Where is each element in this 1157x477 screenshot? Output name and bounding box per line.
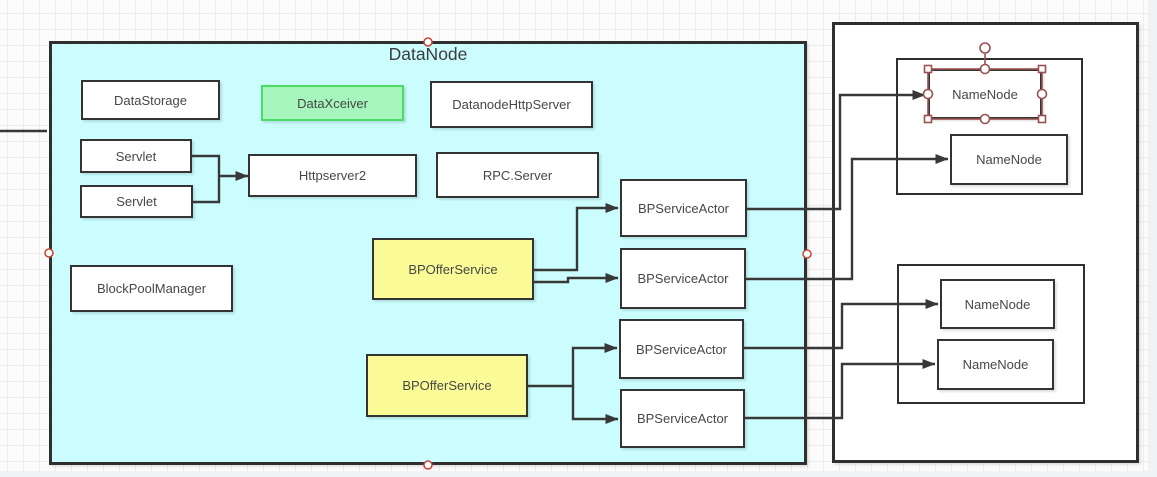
- node-label: DataXceiver: [297, 95, 368, 111]
- node-label: BPServiceActor: [637, 271, 729, 286]
- window-edge-right: [1148, 0, 1157, 477]
- node-namenode-3[interactable]: NameNode: [940, 279, 1055, 329]
- node-blockpoolmanager[interactable]: BlockPoolManager: [70, 265, 233, 312]
- node-label: DatanodeHttpServer: [452, 97, 571, 112]
- node-label: Servlet: [115, 148, 157, 164]
- node-datastorage[interactable]: DataStorage: [81, 80, 220, 120]
- node-bpserviceactor-1[interactable]: BPServiceActor: [620, 179, 747, 237]
- node-namenode-2[interactable]: NameNode: [950, 134, 1068, 185]
- node-dataxceiver[interactable]: DataXceiver: [261, 85, 404, 121]
- node-bpofferservice-1[interactable]: BPOfferService: [372, 238, 534, 300]
- node-httpserver2[interactable]: Httpserver2: [248, 154, 417, 197]
- node-datanodehttpserver[interactable]: DatanodeHttpServer: [430, 81, 593, 128]
- node-bpserviceactor-2[interactable]: BPServiceActor: [620, 248, 746, 309]
- node-servlet-2[interactable]: Servlet: [80, 185, 193, 218]
- node-label: NameNode: [976, 152, 1042, 167]
- node-namenode-4[interactable]: NameNode: [937, 339, 1054, 390]
- node-label: DataStorage: [114, 92, 187, 108]
- node-label: BPServiceActor: [636, 411, 729, 426]
- node-label: BPServiceActor: [635, 341, 728, 357]
- node-rpc-server[interactable]: RPC.Server: [436, 152, 599, 198]
- node-label: BPOfferService: [402, 378, 492, 393]
- datanode-container-title: DataNode: [388, 44, 468, 64]
- node-label: NameNode: [952, 86, 1018, 102]
- window-edge-bottom: [0, 471, 1157, 477]
- node-bpserviceactor-4[interactable]: BPServiceActor: [620, 389, 745, 448]
- node-label: NameNode: [964, 296, 1031, 312]
- node-label: RPC.Server: [482, 167, 553, 183]
- node-namenode-1[interactable]: NameNode: [928, 69, 1042, 119]
- node-label: BPOfferService: [408, 261, 498, 277]
- node-label: Servlet: [116, 194, 157, 209]
- node-label: Httpserver2: [298, 168, 367, 183]
- node-label: BPServiceActor: [637, 200, 730, 216]
- node-label: NameNode: [962, 357, 1029, 372]
- node-bpserviceactor-3[interactable]: BPServiceActor: [619, 319, 744, 379]
- node-servlet-1[interactable]: Servlet: [80, 139, 192, 173]
- node-bpofferservice-2[interactable]: BPOfferService: [366, 354, 528, 417]
- node-label: BlockPoolManager: [96, 281, 207, 296]
